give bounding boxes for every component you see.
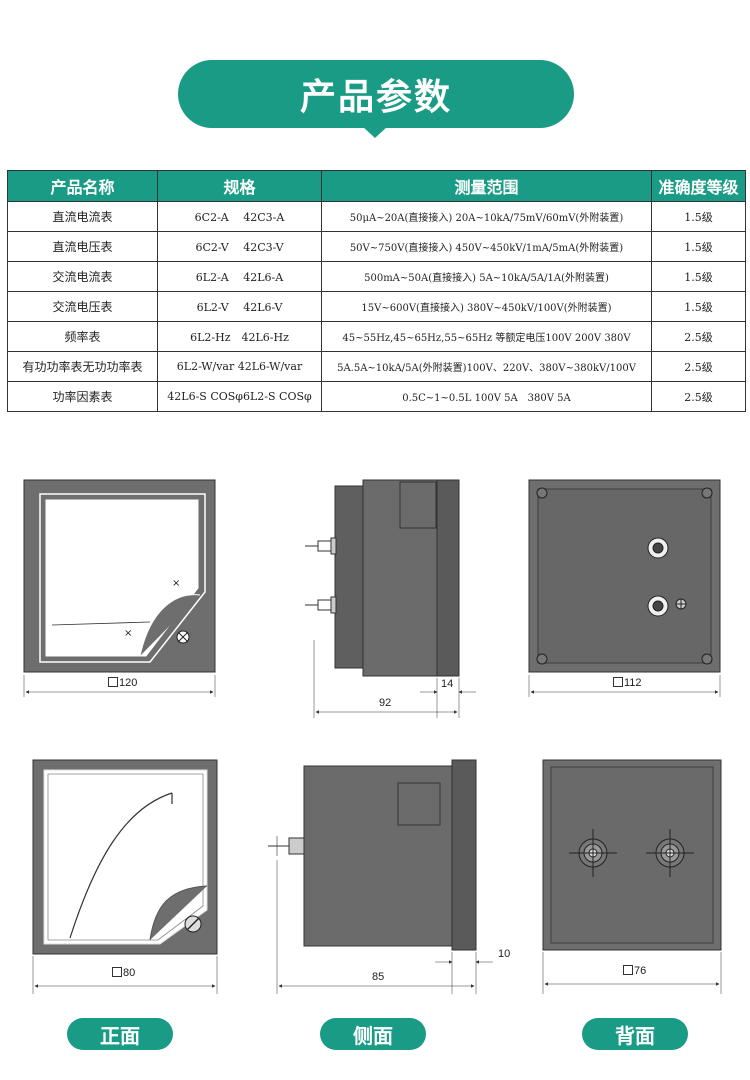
front-view-small: [32, 759, 218, 994]
section-banner: 产品参数: [178, 60, 574, 128]
cell-product-name: 频率表: [7, 321, 158, 352]
dim-top-side-flange: 14: [441, 678, 454, 690]
cell-accuracy: 2.5级: [651, 381, 746, 412]
terminal-right: [646, 829, 694, 877]
cell-range: 50μA~20A(直接接入) 20A~10kA/75mV/60mV(外附装置): [321, 201, 652, 232]
label-front-view: 正面: [67, 1018, 173, 1050]
cell-spec: 6L2-W/var 42L6-W/var: [157, 351, 322, 382]
parameter-table: 产品名称 规格 测量范围 准确度等级 直流电流表 6C2-A 42C3-A 50…: [7, 170, 746, 412]
table-header-row: 产品名称 规格 测量范围 准确度等级: [7, 170, 746, 202]
banner-pointer: [362, 126, 388, 138]
cell-product-name: 功率因素表: [7, 381, 158, 412]
cell-range: 0.5C~1~0.5L 100V 5A 380V 5A: [321, 381, 652, 412]
cell-range: 15V~600V(直接接入) 380V~450kV/100V(外附装置): [321, 291, 652, 322]
dim-top-front: 120: [108, 677, 137, 689]
marker-x: ×: [172, 578, 180, 589]
header-spec: 规格: [157, 170, 322, 202]
dim-top-side-depth: 92: [379, 697, 392, 709]
cell-product-name: 直流电压表: [7, 231, 158, 262]
cell-spec: 42L6-S COSφ6L2-S COSφ: [157, 381, 322, 412]
cell-spec: 6L2-A 42L6-A: [157, 261, 322, 292]
front-view-large: × ×: [23, 479, 216, 697]
dim-bottom-side-depth: 85: [372, 971, 385, 983]
cell-range: 5A.5A~10kA/5A(外附装置)100V、220V、380V~380kV/…: [321, 351, 652, 382]
cell-product-name: 有功功率表无功功率表: [7, 351, 158, 382]
label-back-view: 背面: [582, 1018, 688, 1050]
back-view-large: [528, 479, 721, 697]
side-view-large: [305, 479, 476, 718]
table-row: 交流电压表 6L2-V 42L6-V 15V~600V(直接接入) 380V~4…: [7, 291, 746, 322]
terminal-left: [569, 829, 617, 877]
header-range: 测量范围: [321, 170, 652, 202]
table-row: 交流电流表 6L2-A 42L6-A 500mA~50A(直接接入) 5A~10…: [7, 261, 746, 292]
table-row: 功率因素表 42L6-S COSφ6L2-S COSφ 0.5C~1~0.5L …: [7, 381, 746, 412]
dim-bottom-front: 80: [112, 967, 135, 979]
dim-top-back: 112: [613, 677, 642, 689]
marker-x: ×: [124, 628, 132, 639]
cell-accuracy: 2.5级: [651, 351, 746, 382]
label-side-view: 侧面: [320, 1018, 426, 1050]
dim-bottom-back: 76: [623, 965, 646, 977]
table-row: 直流电压表 6C2-V 42C3-V 50V~750V(直接接入) 450V~4…: [7, 231, 746, 262]
cell-range: 500mA~50A(直接接入) 5A~10kA/5A/1A(外附装置): [321, 261, 652, 292]
cell-spec: 6C2-V 42C3-V: [157, 231, 322, 262]
cell-spec: 6L2-V 42L6-V: [157, 291, 322, 322]
cell-accuracy: 2.5级: [651, 321, 746, 352]
section-title: 产品参数: [299, 77, 452, 118]
side-view-small: [268, 759, 493, 994]
dim-bottom-side-flange: 10: [498, 948, 511, 960]
back-view-small: [542, 759, 722, 994]
table-row: 有功功率表无功功率表 6L2-W/var 42L6-W/var 5A.5A~10…: [7, 351, 746, 382]
cell-product-name: 交流电流表: [7, 261, 158, 292]
header-accuracy: 准确度等级: [651, 170, 746, 202]
cell-product-name: 直流电流表: [7, 201, 158, 232]
